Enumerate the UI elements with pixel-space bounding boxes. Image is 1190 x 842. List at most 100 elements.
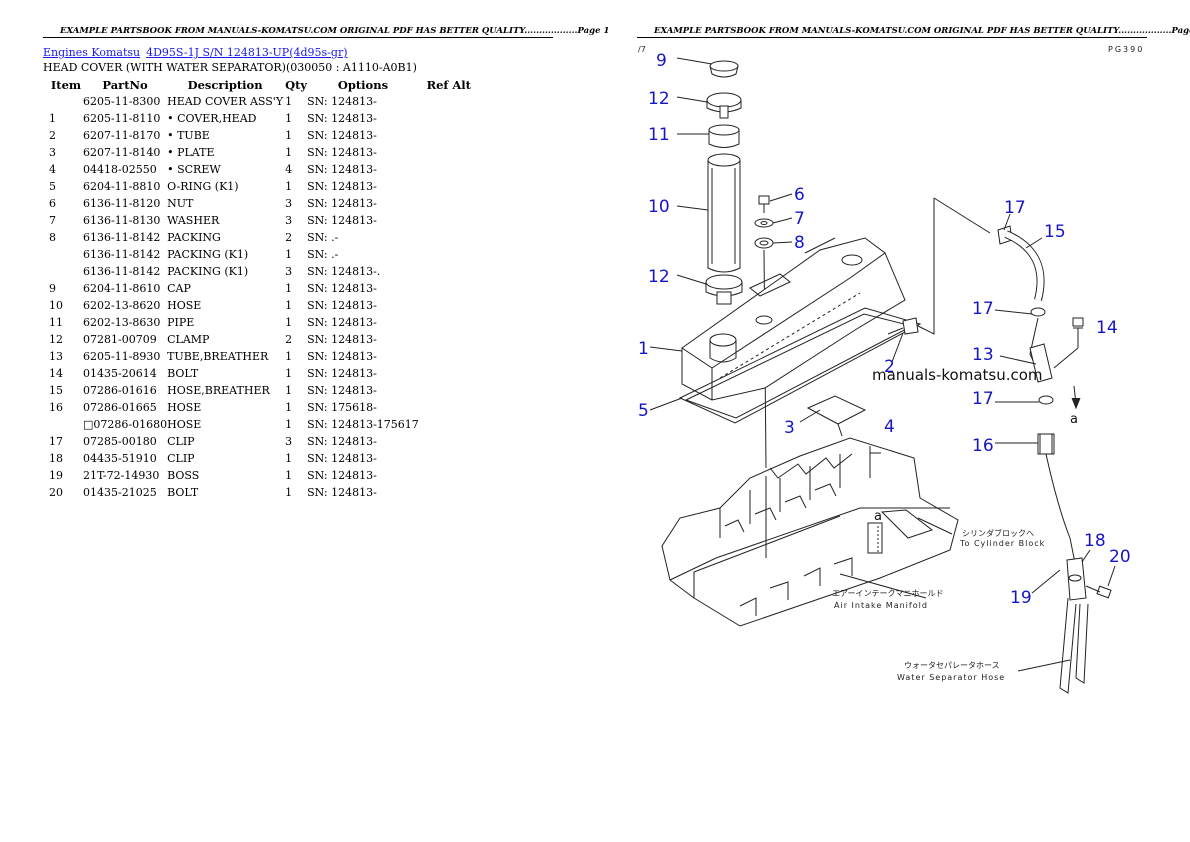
cell-partno: 6207-11-8170 bbox=[83, 129, 161, 142]
cell-options: SN: .- bbox=[307, 231, 339, 244]
col-header-item: Item bbox=[50, 77, 82, 92]
cell-refalt bbox=[419, 331, 479, 348]
cell-description: • TUBE bbox=[167, 129, 210, 142]
callout-17-top: 17 bbox=[1004, 198, 1026, 218]
diagram-code-right: PG390 bbox=[1108, 45, 1144, 54]
callout-12-bottom: 12 bbox=[648, 267, 670, 287]
annotation-air-jp: エアーインテークマニホールド bbox=[832, 589, 944, 598]
cell-refalt bbox=[419, 144, 479, 161]
callout-9: 9 bbox=[656, 51, 667, 71]
cell-qty: 1 bbox=[285, 401, 293, 414]
cell-partno: 6136-11-8142 bbox=[83, 231, 161, 244]
pipe-part bbox=[708, 124, 740, 148]
cylinder-head bbox=[661, 437, 959, 627]
cell-item bbox=[43, 93, 83, 110]
cell-refalt bbox=[419, 365, 479, 382]
leader-lines bbox=[649, 57, 1116, 672]
cell-options: SN: 124813- bbox=[307, 333, 377, 346]
cell-description: HOSE bbox=[167, 418, 202, 431]
cell-refalt bbox=[419, 314, 479, 331]
callout-8: 8 bbox=[794, 233, 805, 253]
cell-qty: 2 bbox=[285, 231, 293, 244]
breadcrumb-link-model[interactable]: 4D95S-1J S/N 124813-UP(4d95s-gr) bbox=[146, 46, 348, 59]
cell-qty: 1 bbox=[285, 95, 293, 108]
cell-options: SN: 124813-. bbox=[307, 265, 381, 278]
cell-description: BOSS bbox=[167, 469, 200, 482]
header-divider-left bbox=[43, 37, 553, 38]
cell-partno: 6136-11-8130 bbox=[83, 214, 161, 227]
cell-item: 8 bbox=[49, 231, 56, 244]
cell-qty: 1 bbox=[285, 486, 293, 499]
col-header-options: Options bbox=[337, 77, 389, 92]
cell-item: 11 bbox=[49, 316, 63, 329]
cell-item: 17 bbox=[49, 435, 63, 448]
cell-refalt bbox=[419, 399, 479, 416]
cell-refalt bbox=[419, 297, 479, 314]
cell-refalt bbox=[419, 416, 479, 433]
table-header-row: Item PartNo Description Qty Options Ref … bbox=[43, 76, 479, 93]
cell-refalt bbox=[419, 450, 479, 467]
cell-partno: 07286-01665 bbox=[83, 401, 157, 414]
cell-options: SN: 175618- bbox=[307, 401, 377, 414]
cell-options: SN: .- bbox=[307, 248, 339, 261]
cell-partno: 04435-51910 bbox=[83, 452, 157, 465]
cell-partno: 6205-11-8930 bbox=[83, 350, 161, 363]
cell-item: 6 bbox=[49, 197, 56, 210]
cell-item bbox=[43, 246, 83, 263]
callout-1: 1 bbox=[638, 339, 649, 359]
cell-item: 16 bbox=[49, 401, 63, 414]
cell-description: • PLATE bbox=[167, 146, 215, 159]
cell-options: SN: 124813- bbox=[307, 316, 377, 329]
callout-15: 15 bbox=[1044, 222, 1066, 242]
cell-item: 5 bbox=[49, 180, 56, 193]
cell-qty: 1 bbox=[285, 367, 293, 380]
cell-partno: 21T-72-14930 bbox=[83, 469, 160, 482]
cell-qty: 1 bbox=[285, 180, 293, 193]
cell-description: WASHER bbox=[167, 214, 220, 227]
cell-item: 2 bbox=[49, 129, 56, 142]
arrow-label-a-left: a bbox=[874, 509, 882, 524]
callout-17-mid: 17 bbox=[972, 299, 994, 319]
cell-item: 12 bbox=[49, 333, 63, 346]
cell-refalt bbox=[419, 280, 479, 297]
col-header-description: Description bbox=[187, 77, 263, 92]
cell-description: PACKING bbox=[167, 231, 221, 244]
callout-16: 16 bbox=[972, 436, 994, 456]
breadcrumb-link-engines[interactable]: Engines Komatsu bbox=[43, 46, 141, 59]
cell-partno: 01435-20614 bbox=[83, 367, 157, 380]
cell-item: 3 bbox=[49, 146, 56, 159]
annotation-cylinder-jp: シリンダブロックへ bbox=[962, 528, 1034, 538]
cell-options: SN: 124813- bbox=[307, 299, 377, 312]
cell-description: TUBE,BREATHER bbox=[167, 350, 269, 363]
cell-partno: 6207-11-8140 bbox=[83, 146, 161, 159]
cell-partno: 6205-11-8110 bbox=[83, 112, 161, 125]
cell-item: 15 bbox=[49, 384, 63, 397]
cell-qty: 1 bbox=[285, 248, 293, 261]
cell-refalt bbox=[419, 348, 479, 365]
annotation-water-en: Water Separator Hose bbox=[897, 673, 1005, 682]
nut-washer-packing bbox=[754, 195, 774, 469]
callout-11: 11 bbox=[648, 125, 670, 145]
cell-refalt bbox=[419, 161, 479, 178]
cell-qty: 1 bbox=[285, 469, 293, 482]
cell-partno: 6204-11-8610 bbox=[83, 282, 161, 295]
exploded-parts-diagram: /7 PG390 manuals-komatsu.com a a シリンダブロッ… bbox=[638, 45, 1144, 694]
cell-item: 4 bbox=[49, 163, 56, 176]
cell-description: O-RING (K1) bbox=[167, 180, 239, 193]
cell-refalt bbox=[419, 433, 479, 450]
clamp-part-top bbox=[706, 92, 742, 119]
cell-options: SN: 124813- bbox=[307, 146, 377, 159]
breather-tube-stub bbox=[887, 198, 935, 335]
cell-item: 9 bbox=[49, 282, 56, 295]
annotation-cylinder-en: To Cylinder Block bbox=[959, 539, 1045, 548]
cell-partno: 6204-11-8810 bbox=[83, 180, 161, 193]
cell-description: CLIP bbox=[167, 452, 195, 465]
callout-2: 2 bbox=[884, 357, 895, 377]
cell-item bbox=[43, 416, 83, 433]
